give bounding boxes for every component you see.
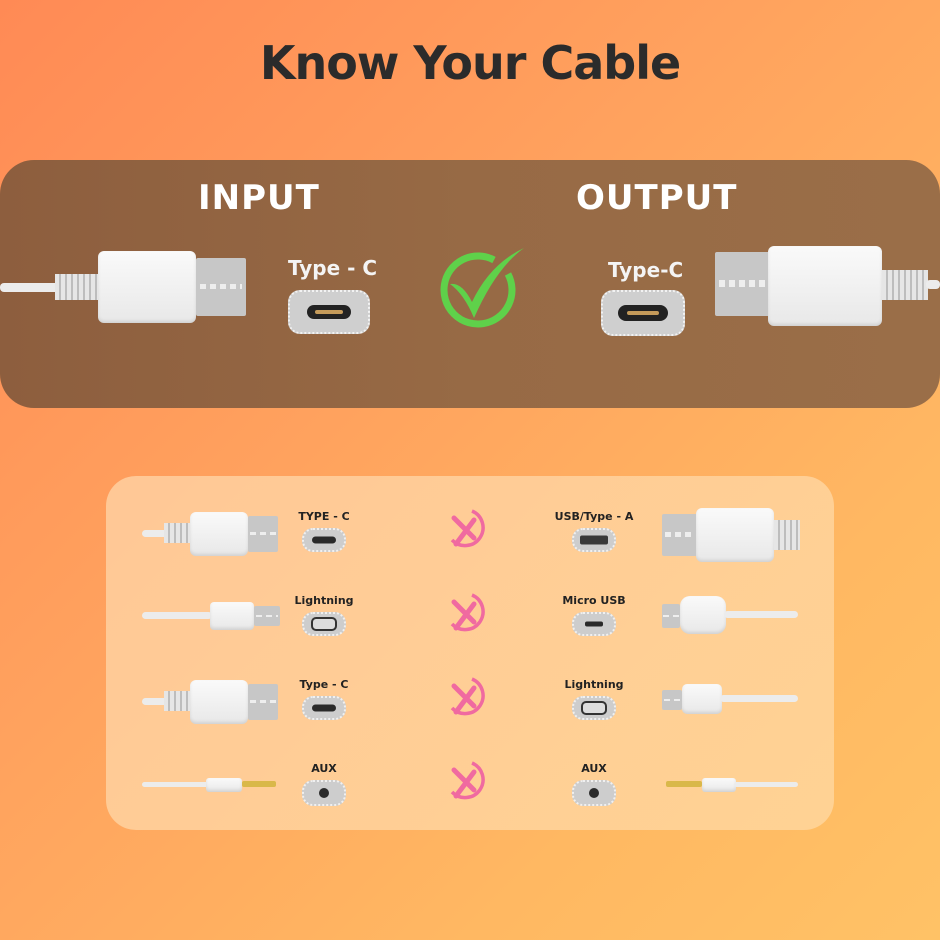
aux-port-icon bbox=[572, 780, 616, 806]
table-row: Lightning Micro USB bbox=[106, 590, 834, 650]
lightning-port-icon bbox=[302, 612, 346, 636]
x-circle-icon bbox=[450, 677, 485, 716]
check-circle-icon bbox=[440, 248, 524, 328]
micro-usb-port-icon bbox=[572, 612, 616, 636]
x-circle-icon bbox=[450, 593, 485, 632]
correct-match-panel: INPUT OUTPUT Type - C Type-C bbox=[0, 160, 940, 408]
table-row: Type - C Lightning bbox=[106, 674, 834, 734]
left-port-label: TYPE - C bbox=[298, 510, 350, 523]
right-port-label: AUX bbox=[581, 762, 607, 775]
table-row: AUX AUX bbox=[106, 758, 834, 818]
left-port-label: AUX bbox=[311, 762, 337, 775]
left-port-label: Lightning bbox=[294, 594, 354, 607]
page-title: Know Your Cable bbox=[259, 36, 681, 90]
incompatible-matches-panel: TYPE - C USB/Type - A Lightning Micro US… bbox=[106, 476, 834, 830]
aux-port-icon bbox=[302, 780, 346, 806]
left-port-label: Type - C bbox=[299, 678, 349, 691]
type-c-port-icon bbox=[302, 528, 346, 552]
output-header: OUTPUT bbox=[576, 178, 738, 218]
type-c-port-icon bbox=[601, 290, 685, 336]
x-circle-icon bbox=[450, 509, 485, 548]
type-c-port-icon bbox=[302, 696, 346, 720]
x-circle-icon bbox=[450, 761, 485, 800]
right-port-label: Micro USB bbox=[562, 594, 626, 607]
output-port-label: Type-C bbox=[608, 258, 684, 282]
lightning-port-icon bbox=[572, 696, 616, 720]
right-port-label: USB/Type - A bbox=[554, 510, 634, 523]
table-row: TYPE - C USB/Type - A bbox=[106, 506, 834, 566]
right-port-label: Lightning bbox=[564, 678, 624, 691]
input-port-label: Type - C bbox=[288, 256, 378, 280]
type-c-port-icon bbox=[288, 290, 370, 334]
input-header: INPUT bbox=[198, 178, 320, 218]
usb-a-port-icon bbox=[572, 528, 616, 552]
